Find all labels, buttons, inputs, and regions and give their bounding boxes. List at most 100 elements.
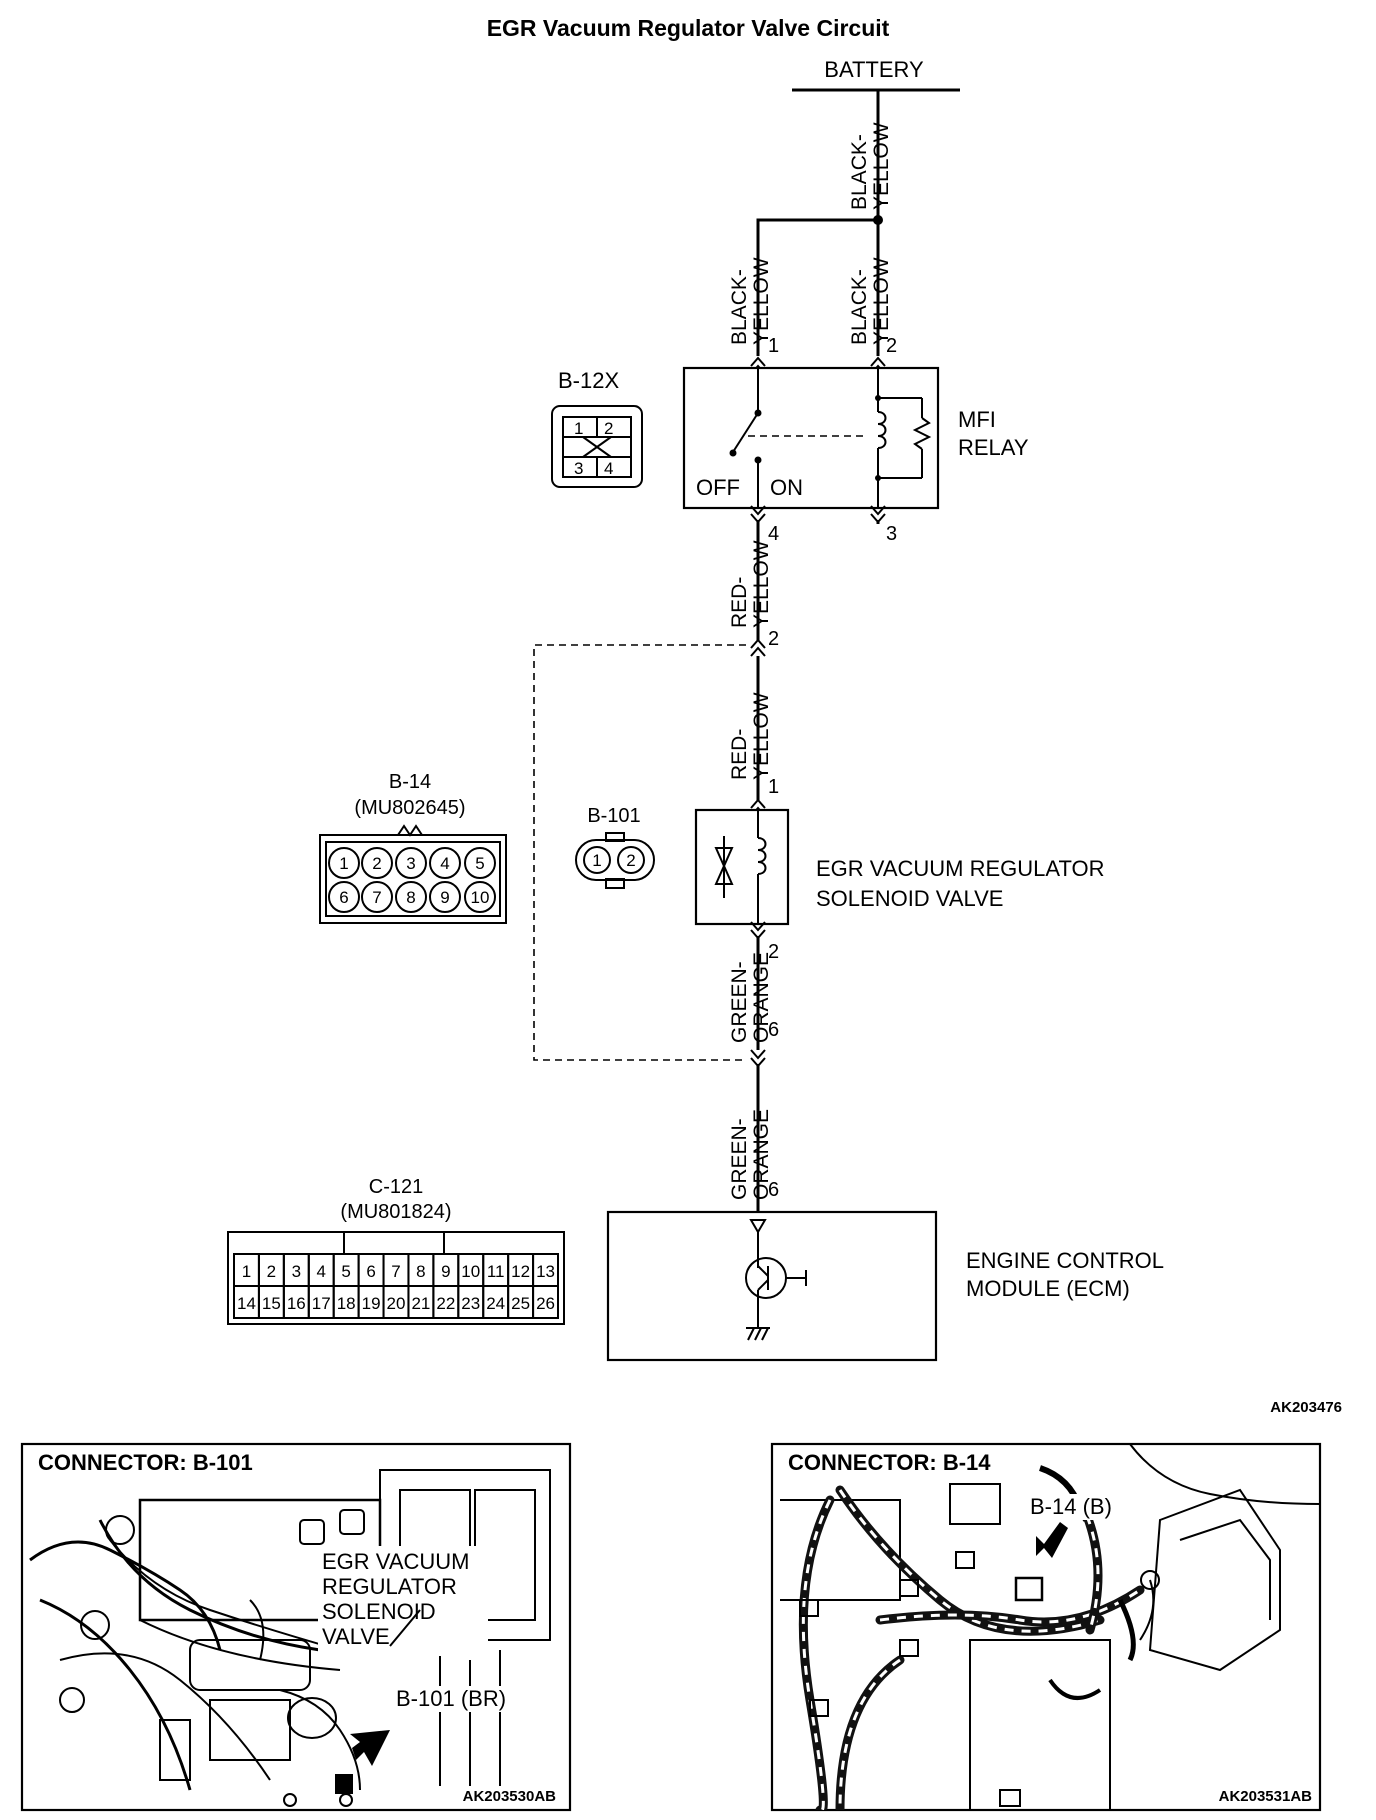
svg-text:ORANGE: ORANGE <box>750 952 773 1043</box>
ecm-name-line2: MODULE (ECM) <box>966 1276 1130 1301</box>
photo-b101-label-line2: REGULATOR <box>322 1574 457 1599</box>
connector-b14-part: (MU802645) <box>354 797 465 819</box>
c121-pin-label: 14 <box>237 1294 256 1313</box>
wire-color-green-orange-lower: GREEN- ORANGE <box>728 1109 773 1200</box>
c121-pin-label: 5 <box>341 1262 350 1281</box>
egr-solenoid-symbol <box>714 810 767 924</box>
c121-pin-label: 3 <box>292 1262 301 1281</box>
relay-pin-3: 3 <box>886 523 897 545</box>
c121-pin-label: 15 <box>262 1294 281 1313</box>
connector-b12x-label: B-12X <box>558 368 619 393</box>
relay-coil <box>875 368 932 508</box>
c121-pin-label: 23 <box>461 1294 480 1313</box>
svg-text:5: 5 <box>475 854 484 873</box>
c121-pin-label: 20 <box>387 1294 406 1313</box>
svg-text:6: 6 <box>339 888 348 907</box>
c121-pin-label: 12 <box>511 1262 530 1281</box>
c121-pin-label: 17 <box>312 1294 331 1313</box>
svg-text:2: 2 <box>372 854 381 873</box>
svg-text:3: 3 <box>406 854 415 873</box>
c121-pin-label: 19 <box>362 1294 381 1313</box>
svg-text:RED-: RED- <box>728 577 751 628</box>
svg-text:10: 10 <box>471 888 490 907</box>
svg-text:YELLOW: YELLOW <box>870 257 893 345</box>
c121-pin-label: 9 <box>441 1262 450 1281</box>
mfi-relay-name-line2: RELAY <box>958 435 1029 460</box>
junction-b14-top-marks <box>750 638 766 657</box>
svg-text:YELLOW: YELLOW <box>870 122 893 210</box>
connector-b101: 1 2 <box>575 832 655 889</box>
c121-pin-label: 21 <box>411 1294 430 1313</box>
c121-pin-label: 10 <box>461 1262 480 1281</box>
svg-text:GREEN-: GREEN- <box>728 961 751 1043</box>
svg-text:GREEN-: GREEN- <box>728 1118 751 1200</box>
connector-c121-label: C-121 <box>369 1176 423 1198</box>
svg-text:BLACK-: BLACK- <box>848 134 871 210</box>
photo-b101-title: CONNECTOR: B-101 <box>38 1450 253 1475</box>
ecm-transistor <box>745 1219 807 1341</box>
photo-b101-ref: AK203530AB <box>463 1788 557 1805</box>
wire-to-relay-pin1 <box>756 218 878 356</box>
relay-pin-2: 2 <box>886 335 897 357</box>
svg-text:1: 1 <box>592 851 601 870</box>
photo-connector-b101: CONNECTOR: B-101 EGR VACUUM REGULATOR SO… <box>20 1442 572 1812</box>
svg-text:RED-: RED- <box>728 729 751 780</box>
c121-pin-label: 13 <box>536 1262 555 1281</box>
svg-text:4: 4 <box>440 854 449 873</box>
solenoid-pin-1: 1 <box>768 776 779 798</box>
diagram-title: EGR Vacuum Regulator Valve Circuit <box>487 15 890 41</box>
svg-text:ORANGE: ORANGE <box>750 1109 773 1200</box>
svg-text:4: 4 <box>604 459 613 478</box>
wire-color-green-orange-upper: GREEN- ORANGE <box>728 952 773 1043</box>
relay-off-label: OFF <box>696 475 740 500</box>
connector-b14-enclosure <box>533 644 746 1061</box>
ecm-pin-6: 6 <box>768 1179 779 1201</box>
c121-pin-label: 2 <box>267 1262 276 1281</box>
svg-text:7: 7 <box>372 888 381 907</box>
solenoid-name-line1: EGR VACUUM REGULATOR <box>816 856 1104 881</box>
photo-b14-callout: B-14 (B) <box>1030 1494 1112 1519</box>
connector-b14-label: B-14 <box>389 771 431 793</box>
photo-b101-label-line3: SOLENOID <box>322 1599 436 1624</box>
wire-color-black-yellow-top: BLACK- YELLOW <box>848 122 893 210</box>
wire-color-black-yellow-left: BLACK- YELLOW <box>728 257 773 345</box>
wire-color-red-yellow-upper: RED- YELLOW <box>728 540 773 628</box>
photo-b14-arrow <box>1036 1522 1068 1558</box>
c121-pin-label: 6 <box>366 1262 375 1281</box>
junction-pin-6: 6 <box>768 1019 779 1041</box>
junction-b14-bottom-marks <box>750 1049 766 1068</box>
battery-label: BATTERY <box>824 57 924 82</box>
c121-pin-label: 8 <box>416 1262 425 1281</box>
c121-pin-label: 16 <box>287 1294 306 1313</box>
junction-pin-2: 2 <box>768 628 779 650</box>
c121-pin-label: 11 <box>487 1262 505 1281</box>
svg-text:BLACK-: BLACK- <box>728 269 751 345</box>
ecm-name-line1: ENGINE CONTROL <box>966 1248 1164 1273</box>
svg-text:YELLOW: YELLOW <box>750 692 773 780</box>
svg-text:2: 2 <box>604 419 613 438</box>
egr-solenoid-box <box>694 808 790 926</box>
svg-text:9: 9 <box>440 888 449 907</box>
connector-c121-part: (MU801824) <box>340 1201 451 1223</box>
svg-text:1: 1 <box>339 854 348 873</box>
c121-pin-cell <box>532 1285 560 1319</box>
photo-b14-ref: AK203531AB <box>1219 1788 1313 1805</box>
c121-pin-label: 24 <box>486 1294 505 1313</box>
svg-text:YELLOW: YELLOW <box>750 257 773 345</box>
svg-text:3: 3 <box>574 459 583 478</box>
photo-b101-callout: B-101 (BR) <box>396 1686 506 1711</box>
connector-b101-label: B-101 <box>587 805 640 827</box>
mfi-relay-name-line1: MFI <box>958 407 996 432</box>
relay-on-label: ON <box>770 475 803 500</box>
wire-color-black-yellow-right: BLACK- YELLOW <box>848 257 893 345</box>
c121-pin-label: 4 <box>316 1262 325 1281</box>
mfi-relay-box <box>682 366 940 510</box>
photo-b14-title: CONNECTOR: B-14 <box>788 1450 991 1475</box>
solenoid-pin-2: 2 <box>768 941 779 963</box>
connector-b14: 1 2 3 4 5 6 7 8 9 10 <box>319 824 507 924</box>
relay-pin-1: 1 <box>768 335 779 357</box>
c121-pin-label: 22 <box>436 1294 455 1313</box>
photo-b101-arrow <box>350 1730 390 1766</box>
